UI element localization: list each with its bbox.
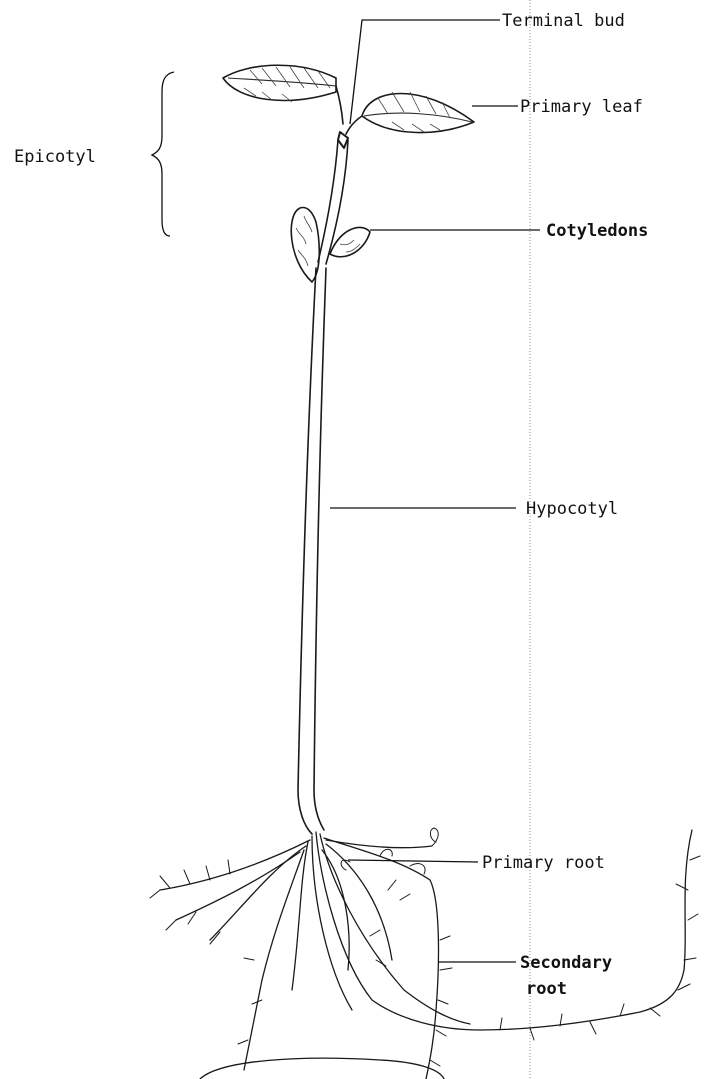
label-secondary-root-line1: Secondary [520, 953, 612, 973]
label-secondary-root-line2: root [526, 979, 567, 999]
epicotyl-brace [152, 72, 174, 236]
root-system [150, 828, 700, 1079]
label-hypocotyl: Hypocotyl [526, 499, 618, 519]
primary-root-leader [348, 860, 478, 862]
right-petiole [346, 116, 362, 134]
label-primary-root: Primary root [482, 853, 605, 873]
labels: Terminal bud Primary leaf Epicotyl Cotyl… [14, 11, 648, 999]
label-epicotyl: Epicotyl [14, 147, 96, 167]
seedling-illustration [150, 65, 700, 1079]
label-cotyledons: Cotyledons [546, 221, 648, 241]
label-terminal-bud: Terminal bud [502, 11, 625, 31]
hypocotyl-stem-left [298, 268, 316, 834]
hypocotyl-stem-right [314, 268, 326, 830]
terminal-bud-leader [350, 20, 500, 124]
left-petiole [336, 86, 343, 124]
label-primary-leaf: Primary leaf [520, 97, 643, 117]
primary-leaf-left [223, 65, 336, 102]
primary-leaf-right [362, 92, 474, 133]
cotyledon-right [330, 227, 370, 256]
